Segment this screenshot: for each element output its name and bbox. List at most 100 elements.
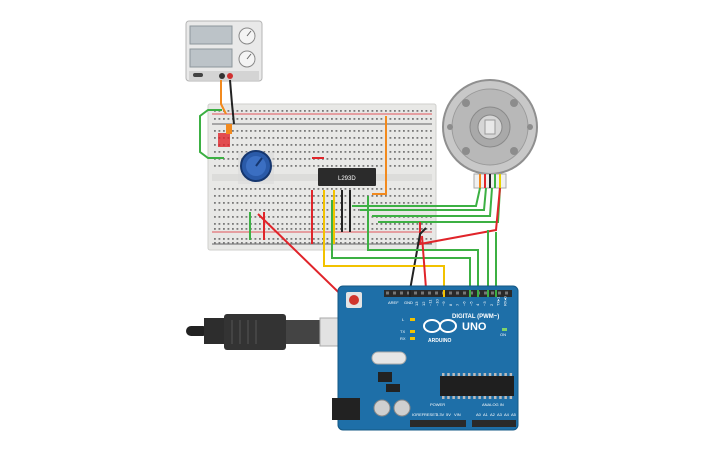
breadboard-hole: [371, 195, 374, 197]
chip-pin: [457, 373, 461, 376]
breadboard-hole: [394, 195, 396, 197]
breadboard-hole: [299, 195, 302, 197]
breadboard-hole: [299, 242, 302, 244]
breadboard-hole: [389, 158, 392, 160]
breadboard-hole: [263, 202, 266, 204]
chip-pin: [494, 373, 497, 376]
breadboard-hole: [223, 242, 225, 244]
breadboard-hole: [286, 130, 288, 132]
breadboard-hole: [371, 137, 374, 139]
breadboard-hole: [308, 223, 311, 225]
small-chip: [386, 384, 400, 392]
breadboard-hole: [340, 195, 342, 197]
power-supply[interactable]: [185, 20, 263, 82]
breadboard-hole: [277, 223, 279, 225]
breadboard-hole: [250, 242, 252, 244]
breadboard-hole: [322, 238, 324, 240]
power-label: POWER: [430, 402, 445, 407]
breadboard-hole: [277, 202, 279, 204]
breadboard-hole: [232, 202, 234, 204]
wire-green-left: [199, 109, 224, 159]
reset-button[interactable]: [349, 295, 359, 305]
breadboard-hole: [241, 216, 243, 218]
breadboard-hole: [214, 118, 216, 120]
breadboard-hole: [254, 209, 257, 211]
digital-pin-label: ~10: [434, 298, 439, 306]
breadboard-hole: [380, 165, 383, 167]
breadboard-hole: [376, 195, 378, 197]
breadboard-hole: [349, 158, 351, 160]
breadboard-hole: [236, 209, 239, 211]
chip-pin: [494, 396, 497, 399]
breadboard-hole: [362, 137, 365, 139]
breadboard-hole: [376, 223, 378, 225]
breadboard-hole: [317, 223, 320, 225]
wire-supply-positive: [220, 80, 227, 115]
breadboard-hole: [416, 118, 419, 120]
breadboard-hole: [232, 195, 234, 197]
chip-pin: [442, 396, 445, 399]
breadboard-hole: [353, 130, 356, 132]
breadboard-hole: [398, 130, 401, 132]
breadboard-hole: [358, 238, 360, 240]
breadboard-hole: [394, 130, 396, 132]
breadboard-hole: [322, 228, 324, 230]
breadboard-hole: [259, 137, 261, 139]
analog-pin-label: A0: [476, 412, 482, 417]
led[interactable]: [218, 124, 232, 147]
motor-driver-chip[interactable]: L293D: [318, 168, 376, 186]
breadboard-hole: [263, 195, 266, 197]
breadboard-hole: [380, 151, 383, 153]
breadboard-hole: [272, 242, 275, 244]
header-pin: [428, 291, 431, 295]
breadboard-hole: [308, 118, 311, 120]
breadboard-hole: [425, 223, 428, 225]
breadboard-hole: [218, 130, 221, 132]
breadboard-hole: [353, 238, 356, 240]
breadboard-hole: [412, 238, 414, 240]
digital-pin-label: 12: [421, 301, 426, 306]
breadboard-hole: [281, 209, 284, 211]
breadboard-hole: [344, 118, 347, 120]
breadboard-hole: [421, 228, 423, 230]
stepper-motor[interactable]: [442, 79, 538, 189]
breadboard-hole: [250, 130, 252, 132]
potentiometer[interactable]: [238, 150, 274, 184]
breadboard-hole: [317, 130, 320, 132]
breadboard-hole: [344, 223, 347, 225]
breadboard-hole: [299, 137, 302, 139]
breadboard-hole: [322, 165, 324, 167]
breadboard-hole: [272, 130, 275, 132]
breadboard-hole: [272, 209, 275, 211]
breadboard-hole: [430, 188, 432, 190]
atmega-chip: [440, 376, 514, 396]
breadboard-hole: [313, 188, 315, 190]
breadboard-hole: [241, 151, 243, 153]
led-tx: [410, 330, 415, 333]
breadboard-hole: [430, 151, 432, 153]
breadboard-hole: [425, 165, 428, 167]
chip-pin: [483, 396, 487, 399]
breadboard-hole: [277, 228, 279, 230]
chip-pin: [504, 396, 507, 399]
breadboard-hole: [403, 165, 405, 167]
breadboard-hole: [416, 202, 419, 204]
breadboard-hole: [254, 144, 257, 146]
header-pin: [393, 291, 396, 295]
breadboard-hole: [295, 188, 297, 190]
breadboard-hole: [277, 195, 279, 197]
atmega-pins: [442, 373, 513, 399]
breadboard-hole: [398, 118, 401, 120]
breadboard-hole: [268, 228, 270, 230]
vin-label: VIN: [454, 412, 461, 417]
wire-yellow-1: [323, 190, 445, 290]
breadboard-hole: [430, 130, 432, 132]
breadboard-hole: [214, 238, 216, 240]
header-pin: [421, 291, 424, 295]
chip-pin: [499, 396, 502, 399]
breadboard-hole: [218, 202, 221, 204]
breadboard-hole: [349, 118, 351, 120]
breadboard-hole: [367, 151, 369, 153]
